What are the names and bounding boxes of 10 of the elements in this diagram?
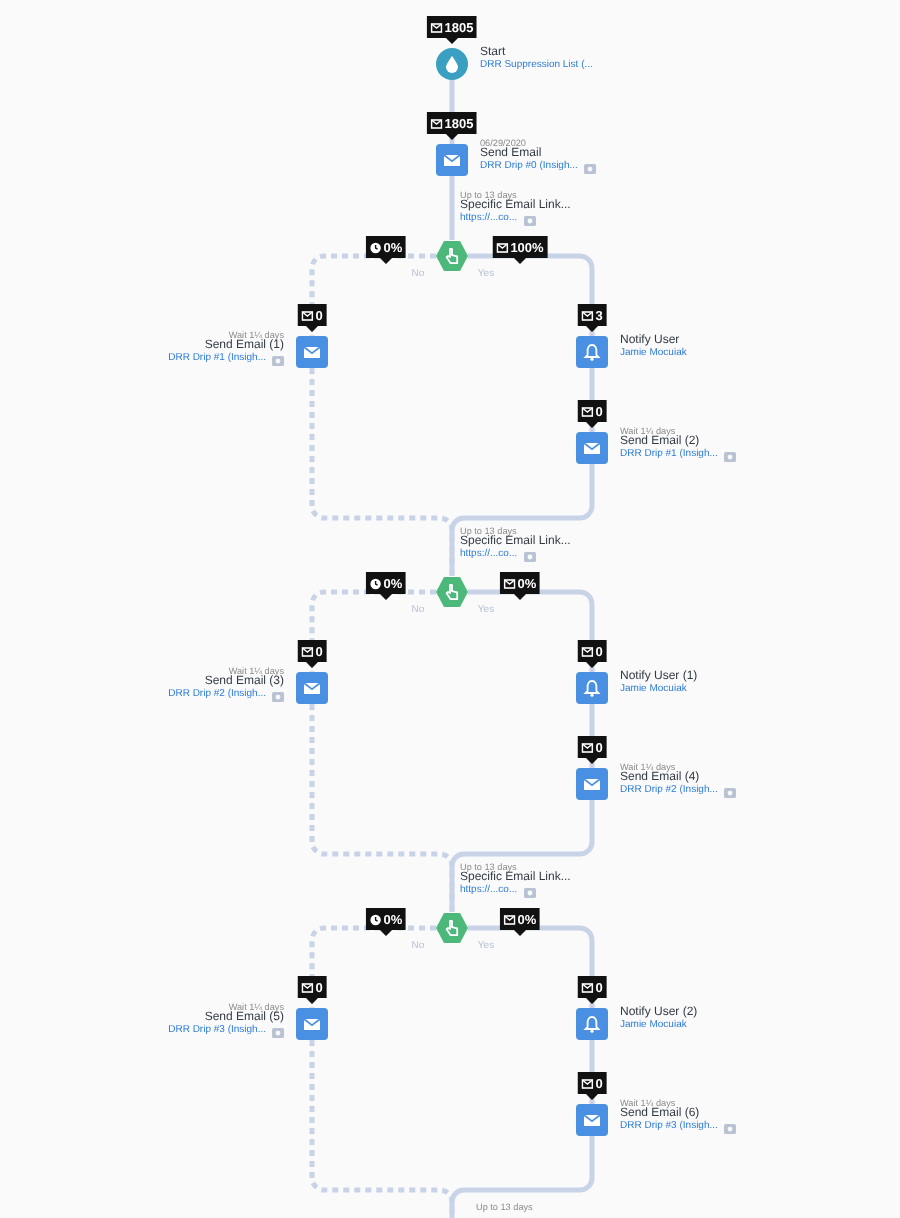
connector-line: [449, 176, 455, 240]
connector-line: [468, 925, 595, 1008]
connector-line: [468, 589, 595, 672]
dashed-connector: [309, 925, 436, 1008]
connector-line: [449, 1136, 595, 1218]
dashed-connector: [309, 589, 436, 672]
dashed-connector: [309, 253, 436, 336]
connector-line: [449, 800, 595, 912]
connector-line: [468, 253, 595, 336]
connector-line: [449, 464, 595, 576]
